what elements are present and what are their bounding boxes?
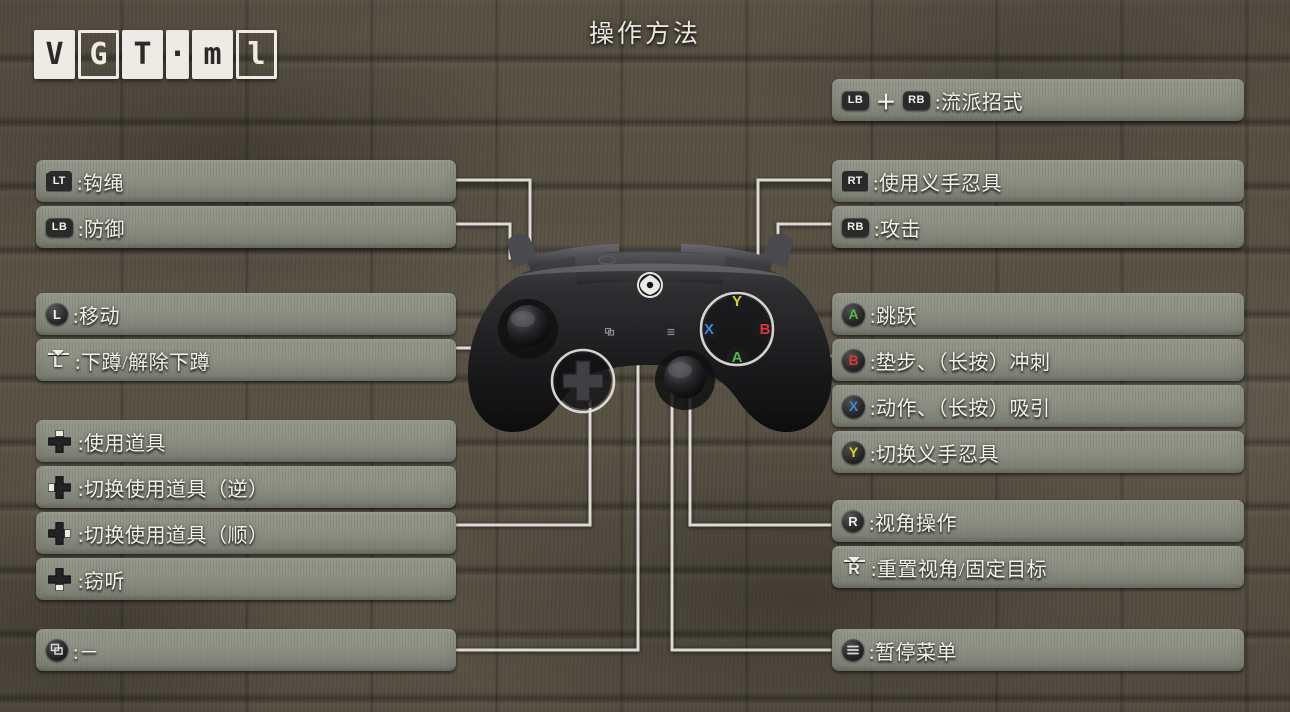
logo-char-g: G xyxy=(78,30,119,79)
y-button-icon: Y xyxy=(842,440,865,464)
row-lb[interactable]: LB :防御 xyxy=(36,206,456,248)
rb-bumper-icon: RB xyxy=(842,217,869,237)
row-l-press[interactable]: L :下蹲/解除下蹲 xyxy=(36,339,456,381)
right-stick-press-icon: R xyxy=(842,552,866,582)
row-dpad-left[interactable]: :切换使用道具（逆） xyxy=(36,466,456,508)
view-button-icon xyxy=(46,639,68,661)
a-button-icon: A xyxy=(842,302,865,326)
svg-text:A: A xyxy=(732,349,743,366)
row-r-look-label: :视角操作 xyxy=(869,512,958,535)
lb-bumper-icon-combo: LB xyxy=(842,90,869,110)
row-lb-rb-combo-label: :流派招式 xyxy=(935,91,1024,114)
group-view-button: :－ xyxy=(36,629,456,671)
row-lt-label: :钩绳 xyxy=(77,172,125,195)
row-dpad-right-label: :切换使用道具（顺） xyxy=(78,524,269,547)
row-dpad-left-label: :切换使用道具（逆） xyxy=(78,478,269,501)
row-lb-label: :防御 xyxy=(78,218,126,241)
row-a-label: :跳跃 xyxy=(870,305,918,328)
left-stick-press-icon: L xyxy=(46,345,70,375)
row-menu-label: :暂停菜单 xyxy=(869,641,958,664)
group-left-triggers: LT :钩绳 LB :防御 xyxy=(36,160,456,248)
stick-press-arrow-icon-r xyxy=(848,557,860,563)
row-r-press-label: :重置视角/固定目标 xyxy=(871,558,1048,581)
left-stick-icon: L xyxy=(46,303,68,325)
group-dpad: :使用道具 :切换使用道具（逆） :切换使用道具（顺） xyxy=(36,420,456,600)
row-l-move-label: :移动 xyxy=(73,305,121,328)
group-bumper-combo: LB ＋ RB :流派招式 xyxy=(832,79,1244,121)
group-right-stick: R :视角操作 R :重置视角/固定目标 xyxy=(832,500,1244,588)
row-rt[interactable]: RT :使用义手忍具 xyxy=(832,160,1244,202)
row-dpad-down[interactable]: :窃听 xyxy=(36,558,456,600)
row-r-press[interactable]: R :重置视角/固定目标 xyxy=(832,546,1244,588)
row-l-press-label: :下蹲/解除下蹲 xyxy=(75,351,211,374)
row-lb-rb-combo[interactable]: LB ＋ RB :流派招式 xyxy=(832,79,1244,121)
group-right-triggers: RT :使用义手忍具 RB :攻击 xyxy=(832,160,1244,248)
plus-sign: ＋ xyxy=(876,91,896,114)
row-rb[interactable]: RB :攻击 xyxy=(832,206,1244,248)
logo-char-e: l xyxy=(236,30,277,79)
group-left-stick: L :移动 L :下蹲/解除下蹲 xyxy=(36,293,456,381)
row-x[interactable]: X :动作、（长按）吸引 xyxy=(832,385,1244,427)
svg-text:B: B xyxy=(760,321,771,338)
rb-bumper-icon-combo: RB xyxy=(903,90,930,110)
logo-char-m: m xyxy=(192,30,233,79)
logo-char-dot: · xyxy=(166,30,189,79)
stick-press-arrow-icon xyxy=(52,350,64,356)
row-l-move[interactable]: L :移动 xyxy=(36,293,456,335)
row-b[interactable]: B :垫步、（长按）冲刺 xyxy=(832,339,1244,381)
dpad-down-icon xyxy=(46,566,73,593)
row-b-label: :垫步、（长按）冲刺 xyxy=(870,351,1051,374)
b-button-icon: B xyxy=(842,348,865,372)
row-rt-label: :使用义手忍具 xyxy=(873,172,1003,195)
dpad-left-icon xyxy=(46,474,73,501)
row-dpad-up[interactable]: :使用道具 xyxy=(36,420,456,462)
lb-bumper-icon: LB xyxy=(46,217,73,237)
group-face-buttons: A :跳跃 B :垫步、（长按）冲刺 X :动作、（长按）吸引 Y :切换义手忍… xyxy=(832,293,1244,473)
right-stick-icon: R xyxy=(842,510,864,532)
row-y-label: :切换义手忍具 xyxy=(870,443,1000,466)
rt-trigger-icon: RT xyxy=(842,170,868,192)
lt-trigger-icon: LT xyxy=(46,170,72,192)
row-y[interactable]: Y :切换义手忍具 xyxy=(832,431,1244,473)
row-lt[interactable]: LT :钩绳 xyxy=(36,160,456,202)
group-menu-button: :暂停菜单 xyxy=(832,629,1244,671)
row-dpad-right[interactable]: :切换使用道具（顺） xyxy=(36,512,456,554)
x-button-icon: X xyxy=(842,394,865,418)
dpad-up-icon xyxy=(46,428,73,455)
page-title: 操作方法 xyxy=(588,21,701,48)
xbox-controller-image: Y B X A xyxy=(467,233,833,433)
right-stick-press-letter: R xyxy=(848,561,860,578)
menu-button-icon xyxy=(842,639,864,661)
left-stick-press-letter: L xyxy=(53,354,63,371)
row-rb-label: :攻击 xyxy=(874,218,922,241)
dpad-right-icon xyxy=(46,520,73,547)
row-view-label: :－ xyxy=(73,641,100,664)
vgtime-logo: V G T · m l xyxy=(34,30,277,79)
row-x-label: :动作、（长按）吸引 xyxy=(870,397,1051,420)
row-view[interactable]: :－ xyxy=(36,629,456,671)
row-menu[interactable]: :暂停菜单 xyxy=(832,629,1244,671)
row-dpad-up-label: :使用道具 xyxy=(78,432,167,455)
logo-char-t: T xyxy=(122,30,163,79)
logo-char-v: V xyxy=(34,30,75,79)
svg-text:X: X xyxy=(704,321,714,338)
row-r-look[interactable]: R :视角操作 xyxy=(832,500,1244,542)
row-a[interactable]: A :跳跃 xyxy=(832,293,1244,335)
row-dpad-down-label: :窃听 xyxy=(78,570,126,593)
svg-text:Y: Y xyxy=(732,293,742,310)
